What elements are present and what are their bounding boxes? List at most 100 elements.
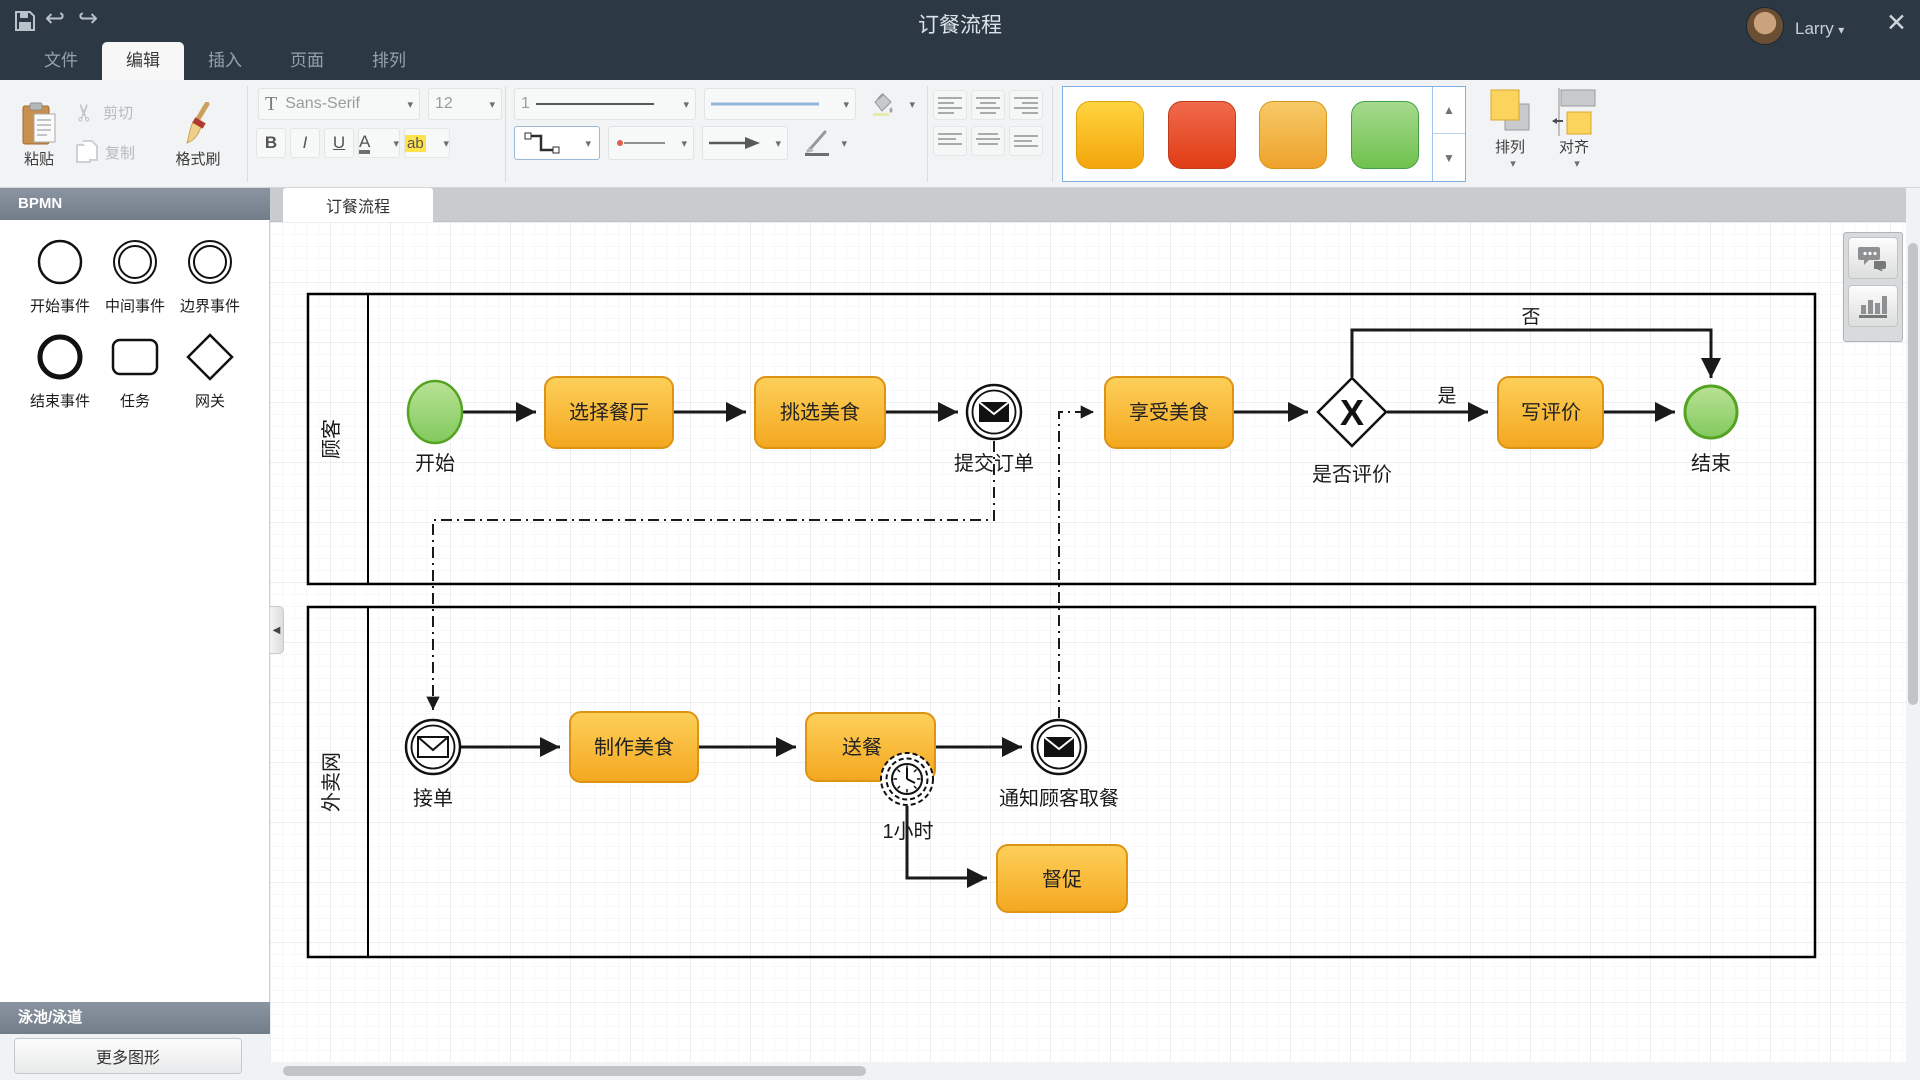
align-text-left-button[interactable] [933, 90, 967, 120]
underline-button[interactable]: U [324, 128, 354, 158]
shape-task[interactable]: 任务 [93, 333, 177, 411]
line-end-select[interactable]: ▾ [702, 126, 788, 160]
toolbar: 粘贴 ✂ 剪切 复制 格式刷 T Sans-Serif ▾ [0, 80, 1920, 188]
pool-takeout[interactable]: 外卖网 [306, 605, 1817, 959]
sidebar-section-bpmn[interactable]: BPMN [0, 188, 270, 220]
line-color-select[interactable]: ▾ [704, 88, 856, 120]
node-label: 开始 [415, 452, 455, 475]
intermediate-event-icon [113, 240, 157, 284]
menu-tab-page[interactable]: 页面 [290, 51, 324, 70]
shape-gateway[interactable]: 网关 [168, 333, 252, 411]
node-task-pick-food[interactable]: 挑选美食 [754, 376, 886, 449]
shape-label: 边界事件 [179, 298, 240, 315]
message-flows[interactable] [426, 405, 1094, 718]
menu-tab-arrange[interactable]: 排列 [372, 51, 406, 70]
shape-intermediate-event[interactable]: 中间事件 [93, 238, 177, 316]
pen-color-button[interactable]: ▾ [796, 126, 854, 160]
font-size-select[interactable]: 12 ▾ [428, 88, 502, 120]
message-icon [978, 401, 1010, 422]
style-swatch-yellow[interactable] [1076, 101, 1144, 169]
sequence-flows[interactable] [461, 328, 1721, 888]
line-start-select[interactable]: ▾ [608, 126, 694, 160]
avatar[interactable] [1746, 7, 1784, 45]
align-text-right-button[interactable] [1009, 90, 1043, 120]
comments-button[interactable] [1848, 237, 1898, 279]
vertical-scrollbar-thumb[interactable] [1908, 243, 1918, 705]
node-event-receive-order[interactable]: 接单 [404, 718, 462, 810]
format-painter-button[interactable]: 格式刷 [160, 90, 236, 180]
sidebar-section-pool[interactable]: 泳池/泳道 [0, 1002, 270, 1034]
shape-end-event[interactable]: 结束事件 [18, 333, 102, 411]
highlight-glyph: ab [405, 134, 426, 152]
save-button[interactable] [14, 10, 36, 37]
node-task-choose-restaurant[interactable]: 选择餐厅 [544, 376, 674, 449]
node-label: 是否评价 [1312, 464, 1392, 486]
format-painter-icon [186, 101, 210, 144]
bold-button[interactable]: B [256, 128, 286, 158]
node-label: 督促 [1042, 868, 1082, 891]
more-shapes-button[interactable]: 更多图形 [14, 1038, 242, 1074]
node-timer-boundary-event[interactable]: 1小时 [880, 752, 934, 843]
highlight-button[interactable]: ab ▾ [404, 128, 450, 158]
document-tab[interactable]: 订餐流程 [283, 188, 433, 222]
node-label: 接单 [413, 787, 453, 810]
line-width-select[interactable]: 1 ▾ [514, 88, 696, 120]
line-width-value: 1 [521, 95, 530, 112]
shape-start-event[interactable]: 开始事件 [18, 238, 102, 316]
node-task-write-review[interactable]: 写评价 [1497, 376, 1604, 449]
node-task-urge[interactable]: 督促 [996, 844, 1128, 913]
align-shapes-button[interactable]: 对齐 ▾ [1544, 88, 1604, 170]
italic-button[interactable]: I [290, 128, 320, 158]
arrange-button[interactable]: 排列 ▾ [1480, 88, 1540, 170]
pool-customer[interactable]: 顾客 [306, 292, 1817, 586]
style-swatch-orange[interactable] [1259, 101, 1327, 169]
horizontal-scrollbar[interactable] [270, 1062, 1920, 1080]
vertical-scrollbar[interactable] [1906, 188, 1920, 1062]
task-icon [111, 338, 159, 376]
node-end-event[interactable]: 结束 [1683, 384, 1739, 475]
align-text-top-button[interactable] [933, 126, 967, 156]
paste-button[interactable]: 粘贴 [10, 90, 68, 180]
align-text-center-button[interactable] [971, 90, 1005, 120]
horizontal-scrollbar-thumb[interactable] [283, 1066, 866, 1076]
copy-button[interactable]: 复制 [74, 136, 154, 168]
style-swatch-red[interactable] [1168, 101, 1236, 169]
toolbar-separator [505, 86, 506, 182]
connector-style-select[interactable]: ▾ [514, 126, 600, 160]
node-task-make-food[interactable]: 制作美食 [569, 711, 699, 783]
node-gateway-review[interactable]: X 是否评价 [1312, 376, 1392, 486]
node-label: 提交订单 [954, 452, 1034, 475]
node-start-event[interactable]: 开始 [406, 379, 464, 475]
font-color-glyph: A [359, 133, 371, 154]
fill-color-button[interactable]: ▾ [862, 88, 922, 120]
user-menu[interactable]: Larry ▾ [1795, 19, 1844, 39]
menu-tab-insert[interactable]: 插入 [208, 51, 242, 70]
align-shapes-label: 对齐 [1558, 139, 1589, 156]
sidebar-collapse-handle[interactable]: ◀ [270, 606, 284, 654]
align-text-bottom-button[interactable] [1009, 126, 1043, 156]
gateway-icon [186, 333, 234, 381]
diagram-canvas[interactable] [270, 222, 1906, 1062]
style-swatch-green[interactable] [1351, 101, 1419, 169]
chevron-down-icon: ▾ [683, 98, 689, 111]
font-color-button[interactable]: A ▾ [358, 128, 400, 158]
node-event-notify-pickup[interactable]: 通知顾客取餐 [999, 718, 1119, 810]
align-bottom-icon [1014, 135, 1038, 147]
node-event-submit-order[interactable]: 提交订单 [954, 383, 1034, 475]
chart-button[interactable] [1848, 285, 1898, 327]
cut-button[interactable]: ✂ 剪切 [72, 96, 154, 128]
align-text-middle-button[interactable] [971, 126, 1005, 156]
style-scroll-down-button[interactable]: ▼ [1433, 134, 1465, 181]
style-scroll-up-button[interactable]: ▲ [1433, 87, 1465, 134]
undo-button[interactable]: ↩ [45, 7, 65, 31]
close-button[interactable]: ✕ [1886, 8, 1907, 38]
shape-boundary-event[interactable]: 边界事件 [168, 238, 252, 316]
menu-tab-file[interactable]: 文件 [44, 51, 78, 70]
lane-label-takeout: 外卖网 [320, 752, 343, 812]
font-family-select[interactable]: T Sans-Serif ▾ [258, 88, 420, 120]
redo-button[interactable]: ↪ [78, 7, 98, 31]
menu-tab-edit[interactable]: 编辑 [102, 42, 184, 80]
node-task-enjoy-food[interactable]: 享受美食 [1104, 376, 1234, 449]
start-event-icon [37, 239, 83, 285]
